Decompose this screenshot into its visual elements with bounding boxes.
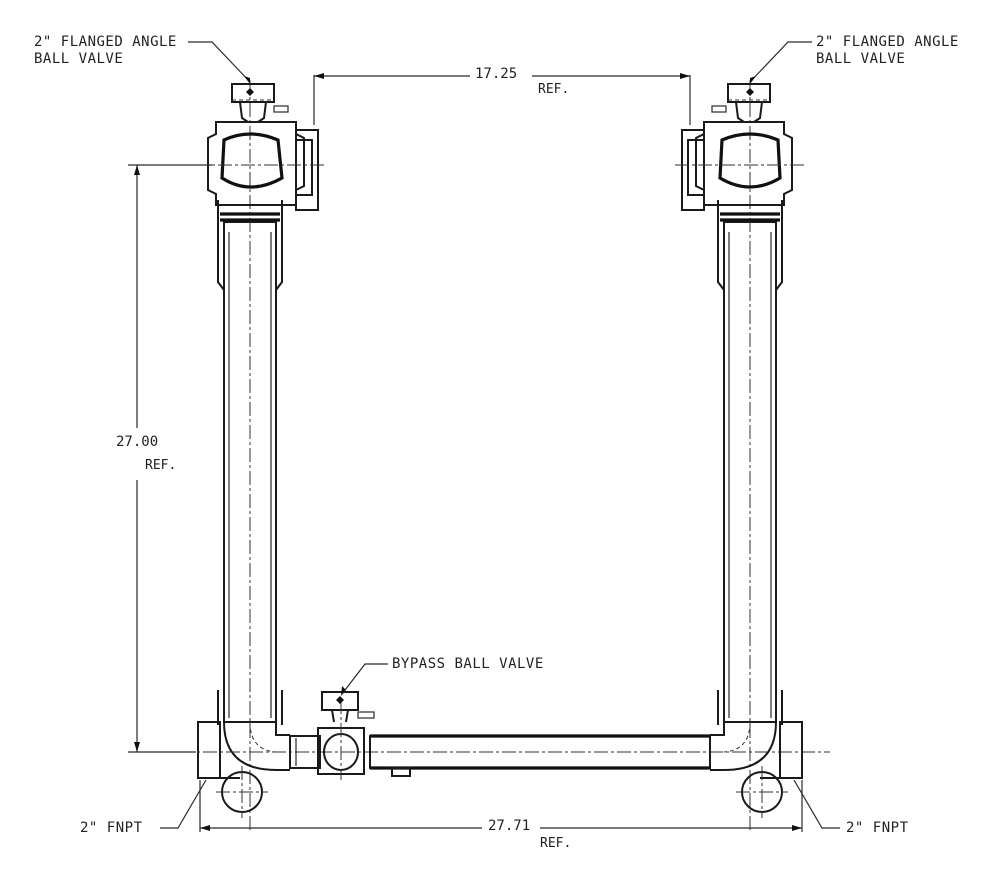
left-flanged-angle-ball-valve [195, 83, 325, 211]
callout-top-left-valve: 2" FLANGED ANGLE BALL VALVE [34, 34, 177, 68]
bypass-pipe [289, 734, 711, 777]
callout-top-left-line2: BALL VALVE [34, 51, 124, 67]
leader-lines [160, 41, 840, 829]
callout-top-left-line1: 2" FLANGED ANGLE [34, 34, 177, 50]
dimension-top-width-ref: REF. [538, 82, 570, 97]
callout-top-right-line2: BALL VALVE [816, 51, 906, 67]
dimension-bottom-width [199, 780, 803, 832]
callout-bottom-right-connection: 2" FNPT [846, 820, 909, 836]
dimension-top-width [313, 73, 691, 125]
right-flanged-angle-ball-valve [675, 83, 805, 211]
callout-bottom-left-connection: 2" FNPT [80, 820, 143, 836]
right-riser-pipe [717, 80, 783, 830]
dimension-height-ref: REF. [145, 458, 177, 473]
left-elbow-fitting [180, 721, 830, 818]
callout-bypass-valve: BYPASS BALL VALVE [392, 656, 544, 672]
dimension-height [128, 164, 212, 753]
dimension-top-width-value: 17.25 [473, 66, 520, 82]
callout-top-right-valve: 2" FLANGED ANGLE BALL VALVE [816, 34, 959, 68]
callout-top-right-line1: 2" FLANGED ANGLE [816, 34, 959, 50]
dimension-bottom-width-ref: REF. [540, 836, 572, 851]
dimension-bottom-width-value: 27.71 [486, 818, 533, 834]
left-riser-pipe [217, 80, 283, 830]
right-elbow-fitting [710, 721, 803, 818]
dimension-height-value: 27.00 [114, 434, 161, 450]
bypass-ball-valve-body [317, 691, 375, 780]
